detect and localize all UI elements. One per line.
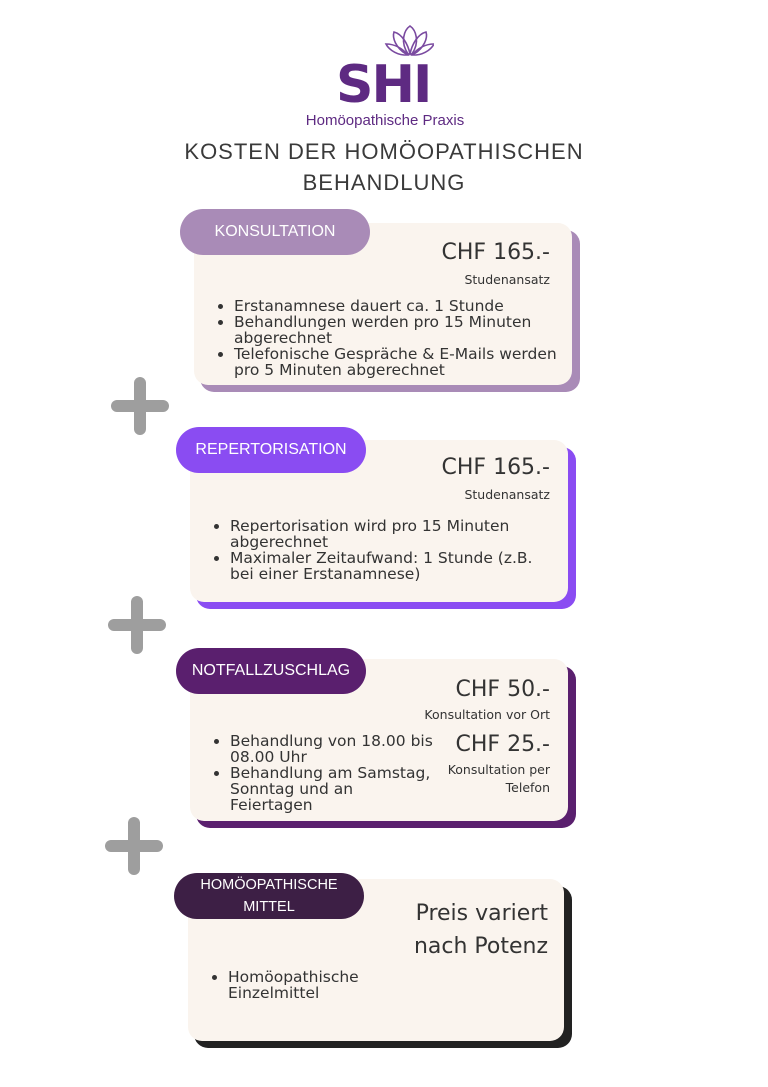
item-list: Homöopathische Einzelmittel (210, 969, 428, 1001)
list-item: Erstanamnese dauert ca. 1 Stunde (234, 298, 564, 314)
card-label: KONSULTATION (180, 209, 370, 255)
page-title-line1: KOSTEN DER HOMÖOPATHISCHEN (184, 139, 584, 164)
list-item: Behandlung am Samstag, Sonntag und an Fe… (230, 765, 440, 813)
price-note: Studenansatz (464, 272, 550, 287)
card-label-line1: HOMÖOPATHISCHE (200, 877, 338, 893)
list-item: Maximaler Zeitaufwand: 1 Stunde (z.B. be… (230, 550, 560, 582)
price-note: Konsultation vor Ort (424, 707, 550, 722)
price-block-1: CHF 50.- Konsultation vor Ort (378, 677, 550, 724)
price-line1: Preis variert (415, 901, 548, 926)
plus-icon (108, 596, 166, 654)
price-block: Preis variert nach Potenz (370, 897, 548, 963)
price: CHF 165.- (441, 455, 550, 480)
price-note-line2: Telefon (505, 780, 550, 795)
list-item: Telefonische Gespräche & E-Mails werden … (234, 346, 564, 378)
page-title-line2: BEHANDLUNG (302, 170, 466, 195)
price: CHF 25.- (455, 732, 550, 757)
price-block: CHF 165.- Studenansatz (378, 455, 550, 504)
price-line2: nach Potenz (413, 934, 548, 959)
list-item: Behandlungen werden pro 15 Minuten abger… (234, 314, 564, 346)
price-block: CHF 165.- Studenansatz (380, 240, 550, 289)
item-list: Erstanamnese dauert ca. 1 Stunde Behandl… (216, 298, 564, 378)
plus-icon (105, 817, 163, 875)
item-list: Repertorisation wird pro 15 Minuten abge… (212, 518, 560, 582)
price-block-2: CHF 25.- Konsultation per Telefon (398, 732, 550, 797)
list-item: Behandlung von 18.00 bis 08.00 Uhr (230, 733, 440, 765)
list-item: Homöopathische Einzelmittel (228, 969, 428, 1001)
list-item: Repertorisation wird pro 15 Minuten abge… (230, 518, 560, 550)
logo-mark-text: SHI (336, 55, 430, 108)
card-label-line2: MITTEL (243, 899, 295, 915)
card-label: REPERTORISATION (176, 427, 366, 473)
price: CHF 50.- (455, 677, 550, 702)
price-note-line1: Konsultation per (447, 762, 550, 777)
card-label: NOTFALLZUSCHLAG (176, 648, 366, 694)
plus-icon (111, 377, 169, 435)
price: CHF 165.- (441, 240, 550, 265)
lotus-logo-icon: SHI (336, 25, 434, 108)
page-title: KOSTEN DER HOMÖOPATHISCHEN BEHANDLUNG (90, 136, 678, 198)
item-list: Behandlung von 18.00 bis 08.00 Uhr Behan… (212, 733, 440, 813)
logo-subtitle: Homöopathische Praxis (305, 112, 465, 129)
price-note: Studenansatz (464, 487, 550, 502)
card-label: HOMÖOPATHISCHE MITTEL (174, 873, 364, 919)
logo: SHI Homöopathische Praxis (290, 18, 480, 129)
